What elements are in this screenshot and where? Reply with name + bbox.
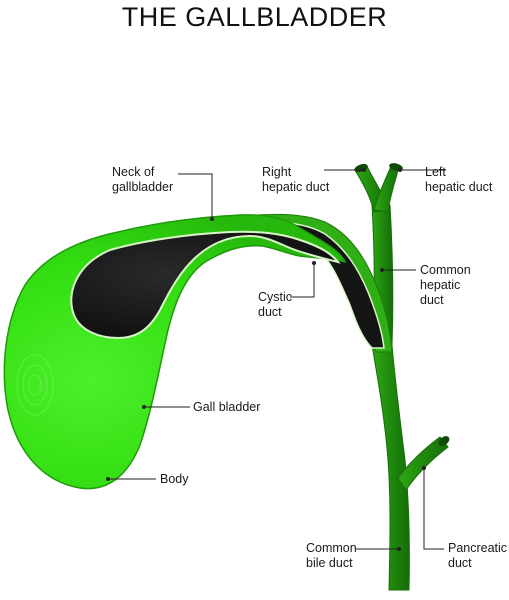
left-hepatic-duct-shape: [373, 163, 400, 213]
pancreatic-duct-shape: [397, 436, 449, 491]
gallbladder-lumen-shape: [70, 230, 341, 340]
label-body: Body: [160, 472, 189, 486]
label-cystic-duct: Cystic duct: [258, 290, 293, 319]
label-common-hepatic-duct: Common hepatic duct: [420, 263, 471, 307]
label-neck-of-gallbladder: Neck of gallbladder: [112, 165, 174, 194]
label-right-hepatic-duct: Right hepatic duct: [262, 165, 330, 194]
leader-neck: [178, 173, 213, 219]
label-gall-bladder: Gall bladder: [193, 400, 261, 414]
common-bile-duct-shape: [371, 344, 410, 591]
diagram-title: THE GALLBLADDER: [121, 2, 388, 32]
leader-pancreatic: [423, 468, 444, 550]
label-pancreatic-duct: Pancreatic duct: [448, 541, 508, 570]
label-common-bile-duct: Common bile duct: [306, 541, 357, 570]
leader-cystic: [290, 263, 315, 298]
label-left-hepatic-duct: Left hepatic duct: [425, 165, 493, 194]
